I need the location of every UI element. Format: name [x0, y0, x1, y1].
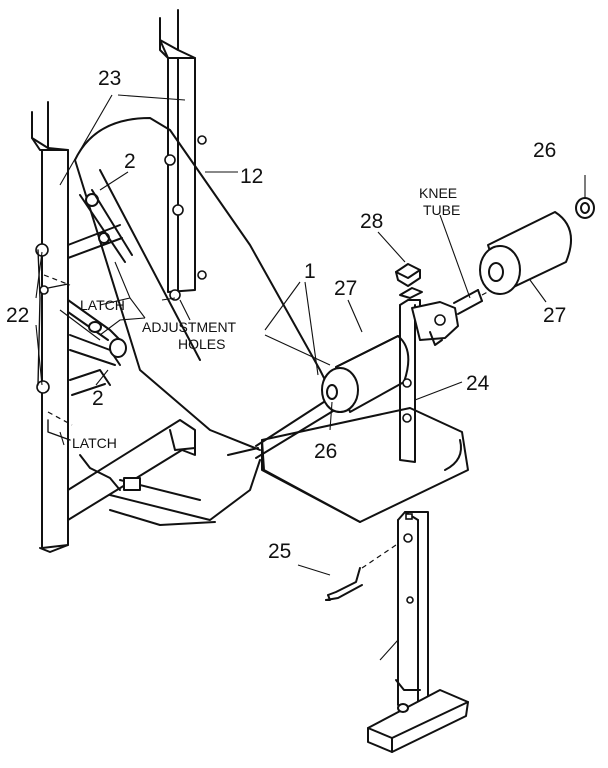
callout-27-mid: 27 — [334, 277, 357, 300]
end-cap-28 — [395, 263, 421, 287]
roller-pad-left — [321, 335, 410, 413]
leader-lines — [35, 94, 586, 661]
knee-tube-bar — [453, 287, 496, 315]
rear-upright-post — [159, 9, 207, 301]
callout-27-right: 27 — [543, 304, 566, 327]
callout-26-bottom: 26 — [314, 440, 337, 463]
pin-25 — [325, 544, 397, 601]
roller-pad-right — [479, 211, 573, 295]
washer-26 — [575, 197, 595, 219]
back-pad — [74, 117, 331, 451]
label-latch-top: LATCH — [80, 297, 125, 313]
callout-22: 22 — [6, 304, 29, 327]
label-holes: HOLES — [178, 336, 225, 352]
callout-2-bottom: 2 — [92, 387, 104, 410]
front-foot — [367, 689, 469, 753]
callout-26-top: 26 — [533, 139, 556, 162]
seat-pad — [261, 407, 469, 523]
front-upright-post — [31, 101, 71, 553]
callout-28: 28 — [360, 210, 383, 233]
leg-developer-tube — [227, 397, 339, 459]
seat-upright-bracket — [399, 287, 459, 463]
front-leg — [395, 511, 429, 709]
cross-bars — [67, 189, 133, 396]
label-adjustment: ADJUSTMENT — [142, 319, 237, 335]
callout-25: 25 — [268, 540, 291, 563]
label-knee: KNEE — [419, 185, 457, 201]
callout-2-top: 2 — [124, 150, 136, 173]
callout-23: 23 — [98, 67, 121, 90]
callout-12: 12 — [240, 165, 263, 188]
callout-1: 1 — [304, 260, 316, 283]
callout-24: 24 — [466, 372, 490, 395]
rear-base-frame — [67, 419, 261, 526]
label-tube: TUBE — [423, 202, 460, 218]
label-latch-bottom: LATCH — [72, 435, 117, 451]
latches — [43, 274, 73, 426]
